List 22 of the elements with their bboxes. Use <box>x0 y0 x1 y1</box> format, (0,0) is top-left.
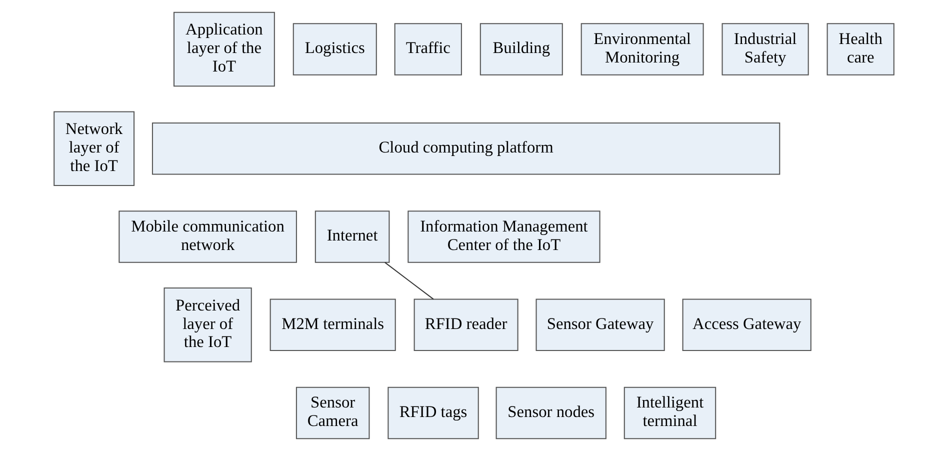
node-box: Sensor Camera <box>296 386 370 440</box>
node-box: Internet <box>314 210 390 263</box>
node-box: Sensor Gateway <box>536 298 665 352</box>
node-box: Information Management Center of the IoT <box>408 210 600 263</box>
connector <box>384 262 434 300</box>
node-box: Perceived layer of the IoT <box>164 288 252 362</box>
node-box: Industrial Safety <box>722 23 809 76</box>
node-box: Traffic <box>394 23 462 76</box>
node-box: M2M terminals <box>270 298 396 352</box>
node-box: Health care <box>826 23 894 76</box>
node-box: Access Gateway <box>682 298 812 352</box>
node-box: RFID reader <box>414 298 518 352</box>
node-box: Network layer of the IoT <box>54 111 135 186</box>
node-box: Sensor nodes <box>496 386 606 440</box>
node-box: Environmental Monitoring <box>580 23 704 76</box>
node-box: Intelligent terminal <box>624 386 716 440</box>
node-box: Building <box>480 23 563 76</box>
node-box: RFID tags <box>388 386 479 440</box>
node-box: Logistics <box>292 23 377 76</box>
node-box: Application layer of the IoT <box>173 12 275 87</box>
node-box: Cloud computing platform <box>152 122 780 175</box>
node-box: Mobile communication network <box>118 210 297 263</box>
